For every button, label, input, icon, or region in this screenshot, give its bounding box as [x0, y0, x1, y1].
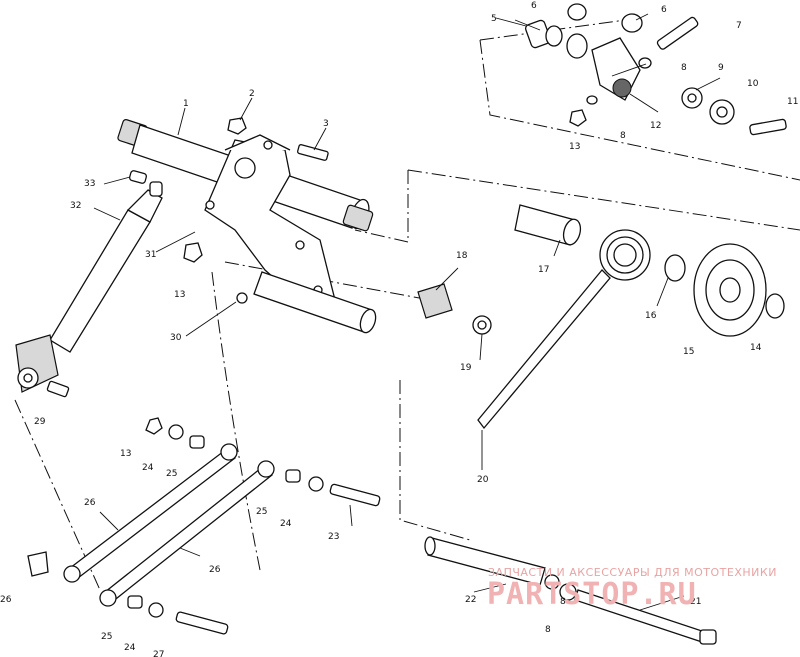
callout-6-right: 6 — [661, 5, 667, 15]
watermark-tagline: ЗАПЧАСТИ И АКСЕССУАРЫ ДЛЯ МОТОТЕХНИКИ — [488, 566, 777, 579]
lower-linkage — [27, 417, 381, 635]
callout-26-upper: 26 — [84, 498, 96, 508]
callout-29: 29 — [34, 417, 46, 427]
callout-14: 14 — [750, 343, 762, 353]
assembly-chain-lines — [14, 17, 800, 591]
callout-31: 31 — [145, 250, 156, 260]
callout-6-top: 6 — [531, 1, 537, 11]
callout-22: 22 — [465, 595, 476, 605]
lower-right-shaft — [424, 536, 717, 645]
shock-absorber — [15, 189, 163, 393]
callout-27: 27 — [153, 650, 164, 657]
upper-right-hardware — [524, 3, 787, 136]
callout-13-bottom: 13 — [120, 449, 131, 459]
lower-cross-tube — [253, 271, 377, 334]
callout-26-mid: 26 — [209, 565, 221, 575]
callout-16: 16 — [645, 311, 657, 321]
callout-13-left: 13 — [174, 290, 185, 300]
callout-11: 11 — [787, 97, 798, 107]
callout-2: 2 — [249, 89, 255, 99]
callout-13-top: 13 — [569, 142, 580, 152]
watermark: ЗАПЧАСТИ И АКСЕССУАРЫ ДЛЯ МОТОТЕХНИКИ PA… — [487, 566, 777, 612]
leader-lines — [93, 13, 721, 611]
callout-24-upper: 24 — [142, 463, 154, 473]
callout-9: 9 — [718, 63, 724, 73]
callout-23: 23 — [328, 532, 339, 542]
callout-19: 19 — [460, 363, 472, 373]
callout-5: 5 — [491, 14, 497, 24]
callout-25-lower: 25 — [101, 632, 112, 642]
callout-12: 12 — [650, 121, 661, 131]
fasteners-upper-left — [46, 117, 329, 398]
mounting-bracket — [204, 134, 336, 311]
callout-26-left: 26 — [0, 595, 12, 605]
callout-33: 33 — [84, 179, 95, 189]
callout-8-lower-right: 8 — [560, 597, 566, 607]
callout-24-mid: 24 — [280, 519, 292, 529]
callout-25-upper: 25 — [166, 469, 177, 479]
watermark-brand: PARTSTOP.RU — [487, 577, 697, 612]
callout-1: 1 — [183, 99, 189, 109]
callout-3: 3 — [323, 119, 329, 129]
callout-18: 18 — [456, 251, 468, 261]
callout-30: 30 — [170, 333, 182, 343]
callout-21: 21 — [690, 597, 701, 607]
callout-20: 20 — [477, 475, 489, 485]
callout-32: 32 — [70, 201, 81, 211]
callout-8-bottom: 8 — [545, 625, 551, 635]
callout-15: 15 — [683, 347, 694, 357]
idler-spring-assembly — [417, 204, 785, 430]
callout-10: 10 — [747, 79, 759, 89]
callout-8-mid: 8 — [620, 131, 626, 141]
callout-17: 17 — [538, 265, 549, 275]
callout-8-upper-right: 8 — [681, 63, 687, 73]
callout-7: 7 — [736, 21, 742, 31]
callout-25-mid: 25 — [256, 507, 267, 517]
callout-24-lower: 24 — [124, 643, 136, 653]
